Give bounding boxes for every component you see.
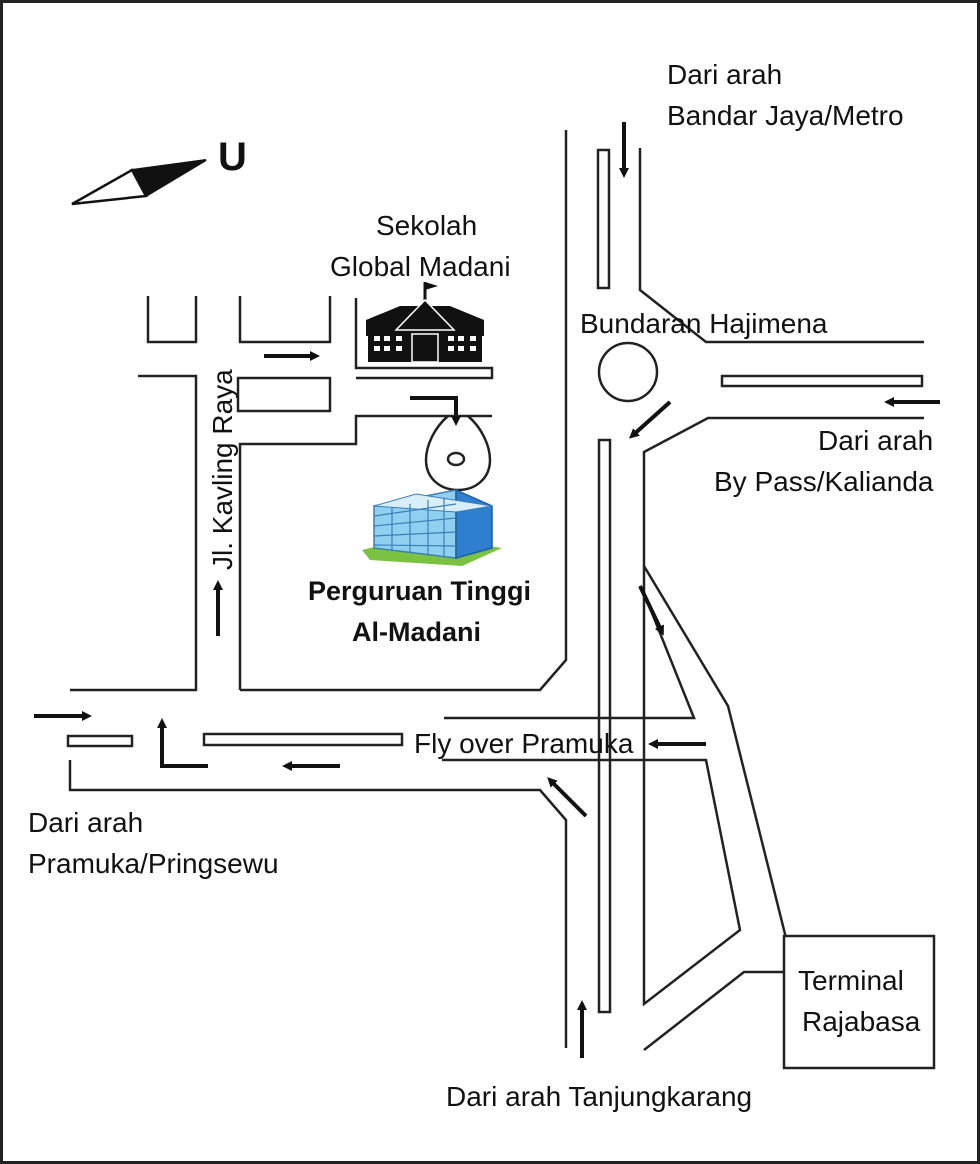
main-roads [66,148,924,1051]
kavling-roads [70,130,568,692]
campus-roundabout [424,415,492,492]
terminal-box [782,934,936,1070]
label-flyover: Fly over Pramuka [414,728,634,759]
north-arrow-icon [71,159,207,206]
direction-arrows [34,122,940,1058]
direction-arrow-icon [410,396,461,426]
school-building-icon [366,282,484,363]
north-label: U [218,135,247,179]
label-from-bypass-2: By Pass/Kalianda [714,466,934,497]
label-terminal-2: Rajabasa [802,1006,921,1037]
label-campus-2: Al-Madani [352,617,481,647]
label-roundabout: Bundaran Hajimena [580,308,828,339]
label-terminal-1: Terminal [798,965,904,996]
direction-arrow-icon [547,777,588,818]
label-school-2: Global Madani [330,251,511,282]
label-from-pramuka-1: Dari arah [28,807,143,838]
campus-building-icon [362,488,502,566]
label-campus-1: Perguruan Tinggi [308,576,531,606]
label-from-bandar-jaya-1: Dari arah [667,59,782,90]
label-from-tanjungkarang: Dari arah Tanjungkarang [446,1081,752,1112]
direction-arrow-icon [629,400,672,439]
direction-arrow-icon [157,718,208,768]
label-from-bandar-jaya-2: Bandar Jaya/Metro [667,100,904,131]
label-from-pramuka-2: Pramuka/Pringsewu [28,848,279,879]
direction-arrow-icon [638,585,664,636]
label-school-1: Sekolah [376,210,477,241]
label-from-bypass-1: Dari arah [818,425,933,456]
label-street: Jl. Kavling Raya [207,369,238,570]
